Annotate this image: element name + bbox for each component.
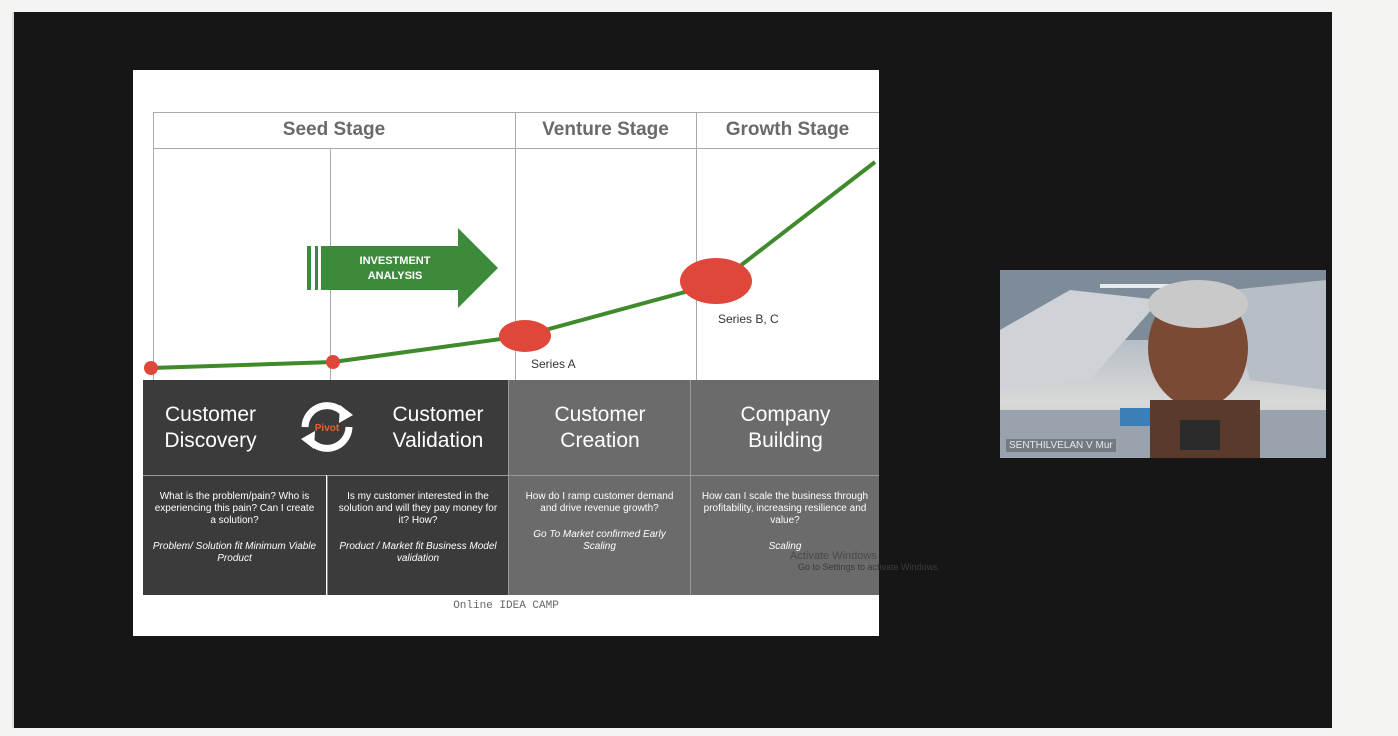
description-question: Is my customer interested in the solutio… — [338, 491, 498, 526]
grid-top-line — [153, 112, 879, 113]
investment-analysis-arrow: INVESTMENT ANALYSIS — [307, 228, 498, 308]
grid-line-left — [153, 112, 154, 380]
shared-slide: Seed Stage Venture Stage Growth Stage IN… — [133, 70, 879, 636]
phase-line1: Customer — [392, 402, 484, 426]
pivot-cycle-icon: Pivot — [301, 402, 353, 452]
description-creation: How do I ramp customer demand and drive … — [508, 475, 690, 595]
grid-line-2 — [515, 112, 516, 380]
participant-video-frame — [1000, 270, 1326, 458]
funding-dot-pre-seed — [326, 355, 340, 369]
series-a-label: Series A — [531, 357, 576, 371]
activate-windows-watermark: Activate Windows Go to Settings to activ… — [790, 550, 940, 572]
phase-line1: Customer — [164, 402, 257, 426]
description-building: How can I scale the business through pro… — [690, 475, 879, 595]
phase-line1: Company — [740, 402, 831, 426]
slide-footer: Online IDEA CAMP — [453, 600, 559, 612]
description-discovery: What is the problem/pain? Who is experie… — [143, 475, 326, 595]
participant-video-tile[interactable]: SENTHILVELAN V Mur — [1000, 270, 1326, 458]
phase-line2: Discovery — [164, 428, 257, 452]
description-question: What is the problem/pain? Who is experie… — [154, 491, 315, 526]
participant-name-label: SENTHILVELAN V Mur — [1006, 439, 1116, 452]
pivot-label: Pivot — [315, 423, 340, 434]
description-fit: Go To Market confirmed Early Scaling — [533, 529, 666, 552]
description-validation: Is my customer interested in the solutio… — [327, 475, 508, 595]
stage-header-venture: Venture Stage — [542, 118, 669, 140]
arrow-label-line1: INVESTMENT — [360, 255, 431, 267]
funding-dot-series-a — [499, 320, 551, 352]
stage-header-growth: Growth Stage — [725, 118, 850, 140]
watermark-line1: Activate Windows — [790, 550, 877, 562]
watermark-line2: Go to Settings to activate Windows. — [798, 562, 941, 572]
arrow-label-line2: ANALYSIS — [368, 270, 423, 282]
phase-line2: Creation — [560, 428, 640, 452]
funding-dot-seed — [144, 361, 158, 375]
description-fit: Problem/ Solution fit Minimum Viable Pro… — [152, 541, 317, 564]
stage-header-seed: Seed Stage — [282, 118, 386, 140]
description-question: How do I ramp customer demand and drive … — [525, 491, 674, 514]
grid-line-3 — [696, 112, 697, 380]
funding-dot-series-bc — [680, 258, 752, 304]
phase-line1: Customer — [554, 402, 646, 426]
phase-line2: Validation — [392, 428, 484, 452]
series-bc-label: Series B, C — [718, 312, 779, 326]
description-question: How can I scale the business through pro… — [701, 491, 869, 526]
description-fit: Product / Market fit Business Model vali… — [339, 541, 497, 564]
grid-header-line — [153, 148, 879, 149]
phase-line2: Building — [748, 428, 823, 452]
description-fit: Scaling — [768, 541, 802, 552]
growth-curve-diagram: INVESTMENT ANALYSIS Series A Series B, C — [144, 160, 877, 375]
